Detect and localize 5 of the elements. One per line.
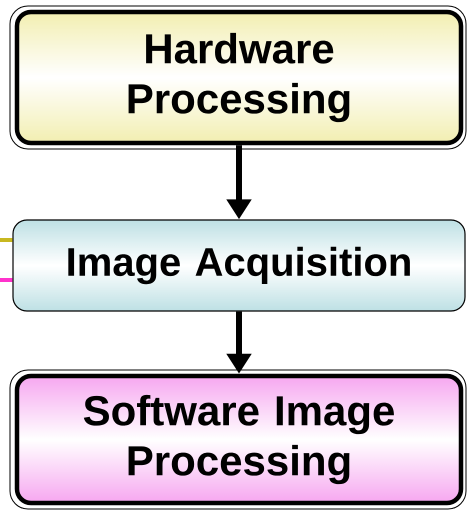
process-box: Hardware Processing [10,6,466,150]
process-box: Software Image Processing [10,370,466,510]
line-stub [0,238,12,242]
line-stub [0,278,12,282]
process-box: Image Acquisition [12,219,466,312]
